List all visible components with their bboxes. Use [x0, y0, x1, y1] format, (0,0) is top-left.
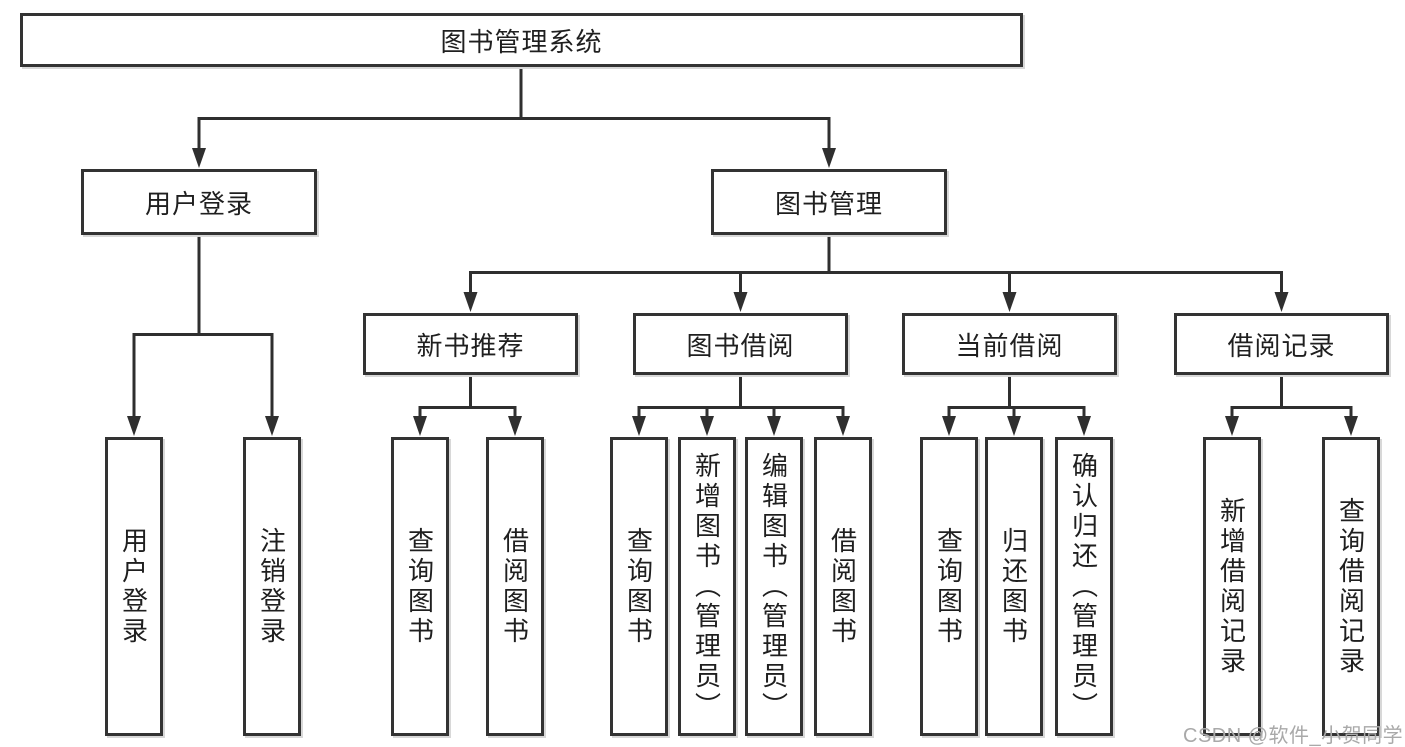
node-leaf-cb-query-books: 查询图书	[920, 437, 978, 736]
node-leaf-rec-borrow-books: 借阅图书	[486, 437, 544, 736]
node-label: 借阅图书	[499, 526, 530, 647]
arrowhead	[265, 416, 279, 436]
node-label: 注销登录	[256, 526, 287, 647]
arrowhead	[942, 416, 956, 436]
node-label: 编辑图书（管理员）	[758, 451, 789, 722]
arrowhead	[822, 148, 836, 168]
node-label: 查询图书	[623, 526, 654, 647]
node-label: 确认归还（管理员）	[1068, 451, 1099, 722]
node-root: 图书管理系统	[20, 13, 1023, 67]
arrowhead	[1344, 416, 1358, 436]
node-leaf-cb-confirm-return: 确认归还（管理员）	[1055, 437, 1113, 736]
arrowhead	[767, 416, 781, 436]
arrowhead	[1077, 416, 1091, 436]
node-label: 借阅记录	[1227, 330, 1336, 361]
node-leaf-br-add-record: 新增借阅记录	[1203, 437, 1261, 736]
node-label: 图书管理系统	[440, 26, 603, 57]
arrowhead	[836, 416, 850, 436]
node-label: 图书管理	[774, 188, 883, 219]
connector-newbookrec-to-children	[418, 375, 517, 422]
arrowhead	[127, 416, 141, 436]
node-new-book-rec: 新书推荐	[363, 313, 578, 375]
node-leaf-br-query-record: 查询借阅记录	[1322, 437, 1380, 736]
arrowhead	[1274, 292, 1289, 312]
node-label: 借阅图书	[827, 526, 858, 647]
connector-bookmgmt-to-level3	[469, 235, 1283, 298]
node-borrow-records: 借阅记录	[1174, 313, 1389, 375]
node-leaf-rec-query-books: 查询图书	[391, 437, 449, 736]
node-leaf-logout: 注销登录	[243, 437, 301, 736]
node-label: 用户登录	[144, 188, 253, 219]
node-label: 归还图书	[998, 526, 1029, 647]
node-label: 新增图书（管理员）	[691, 451, 722, 722]
arrowhead	[192, 148, 206, 168]
node-leaf-bb-add-books: 新增图书（管理员）	[678, 437, 736, 736]
node-label: 新增借阅记录	[1216, 496, 1247, 677]
node-leaf-cb-return-books: 归还图书	[985, 437, 1043, 736]
node-leaf-user-login: 用户登录	[105, 437, 163, 736]
connector-bookborrow-to-children	[637, 375, 845, 422]
connector-root-to-level2	[197, 67, 831, 150]
node-label: 新书推荐	[416, 330, 525, 361]
arrowhead	[508, 416, 522, 436]
arrowhead	[733, 292, 748, 312]
connector-borrowrecords-to-children	[1230, 375, 1353, 422]
node-leaf-bb-edit-books: 编辑图书（管理员）	[745, 437, 803, 736]
node-label: 当前借阅	[955, 330, 1064, 361]
arrowhead	[1002, 292, 1017, 312]
node-label: 查询图书	[404, 526, 435, 647]
node-book-mgmt: 图书管理	[711, 169, 947, 235]
connector-currentborrow-to-children	[947, 375, 1086, 422]
arrowhead	[700, 416, 714, 436]
node-label: 用户登录	[118, 526, 149, 647]
node-leaf-bb-borrow-books: 借阅图书	[814, 437, 872, 736]
arrowhead	[632, 416, 646, 436]
node-label: 查询借阅记录	[1335, 496, 1366, 677]
connector-userlogin-to-children	[132, 235, 274, 422]
arrowhead	[463, 292, 478, 312]
node-label: 图书借阅	[686, 330, 795, 361]
node-user-login: 用户登录	[81, 169, 317, 235]
node-leaf-bb-query-books: 查询图书	[610, 437, 668, 736]
node-book-borrow: 图书借阅	[633, 313, 848, 375]
arrowhead	[1225, 416, 1239, 436]
node-label: 查询图书	[933, 526, 964, 647]
csdn-watermark: CSDN @软件_小贺同学	[1183, 725, 1404, 747]
node-current-borrow: 当前借阅	[902, 313, 1117, 375]
arrowhead	[413, 416, 427, 436]
arrowhead	[1007, 416, 1021, 436]
